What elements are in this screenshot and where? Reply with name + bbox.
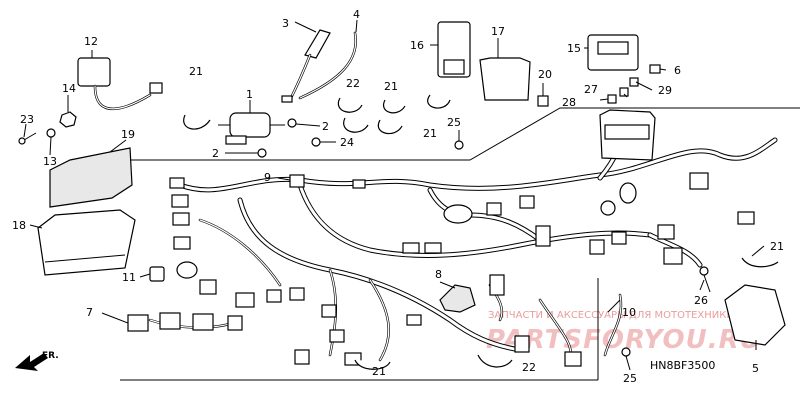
part-26-bolt xyxy=(699,266,711,293)
callout-2-upper: 2 xyxy=(322,120,329,133)
callout-20: 20 xyxy=(538,68,552,81)
callout-3: 3 xyxy=(282,17,289,30)
diagram-code: HN8BF3500 xyxy=(650,359,715,372)
callout-21-d: 21 xyxy=(770,240,784,253)
callout-14: 14 xyxy=(62,82,76,95)
callout-18: 18 xyxy=(12,219,26,232)
callout-22-a: 22 xyxy=(346,77,360,90)
part-3-plug-cap xyxy=(281,29,331,103)
callout-4: 4 xyxy=(353,8,360,21)
callout-9: 9 xyxy=(264,171,271,184)
callout-25-b: 25 xyxy=(623,372,637,385)
callout-21-c: 21 xyxy=(423,127,437,140)
part-8-unit xyxy=(439,284,476,313)
part-5-regulator xyxy=(724,284,786,346)
callout-10: 10 xyxy=(622,306,636,319)
part-1-cylinder xyxy=(218,112,285,145)
callout-5: 5 xyxy=(752,362,759,375)
part-25-bolt-bottom xyxy=(621,347,631,357)
callout-1: 1 xyxy=(246,88,253,101)
callout-15: 15 xyxy=(567,42,581,55)
front-direction-label: FR. xyxy=(42,351,59,361)
callout-8: 8 xyxy=(435,268,442,281)
part-14-nut xyxy=(59,111,77,128)
part-15-fuse-box xyxy=(587,34,639,71)
part-27-fuse xyxy=(619,87,629,97)
front-direction-arrow: FR. xyxy=(15,351,59,371)
callout-6: 6 xyxy=(674,64,681,77)
callout-22-b: 22 xyxy=(522,361,536,374)
callout-24: 24 xyxy=(340,136,354,149)
callout-2-lower: 2 xyxy=(212,147,219,160)
callouts: 1 2 2 3 4 5 6 7 8 9 10 11 12 13 14 15 16… xyxy=(12,8,784,385)
part-18-ecu xyxy=(37,209,136,276)
callout-28: 28 xyxy=(562,96,576,109)
part-6-fuse xyxy=(649,64,661,74)
part-11-connector xyxy=(149,266,165,282)
callout-21-a: 21 xyxy=(189,65,203,78)
harness-group-outline xyxy=(120,107,800,381)
callout-11: 11 xyxy=(122,271,136,284)
watermark-tagline: ЗАПЧАСТИ И АКСЕССУАРЫ ДЛЯ МОТОТЕХНИКИ xyxy=(488,310,734,321)
part-20-fuse xyxy=(537,95,549,107)
callout-21-e: 21 xyxy=(372,365,386,378)
callout-23: 23 xyxy=(20,113,34,126)
part-17-cover xyxy=(479,57,531,101)
part-4-wire xyxy=(298,31,357,100)
part-29-fuse xyxy=(629,77,639,87)
fuse-box-housing xyxy=(599,109,656,161)
part-24-bolt xyxy=(311,137,321,147)
callout-7: 7 xyxy=(86,306,93,319)
part-10-wire xyxy=(603,293,623,357)
callout-16: 16 xyxy=(410,39,424,52)
callout-21-b: 21 xyxy=(384,80,398,93)
callout-27: 27 xyxy=(584,83,598,96)
callout-29: 29 xyxy=(658,84,672,97)
callout-12: 12 xyxy=(84,35,98,48)
part-12-relay xyxy=(77,57,163,111)
part-21-bands xyxy=(183,94,779,370)
part-13-bolt xyxy=(46,128,56,138)
part-9-bracket xyxy=(289,174,305,188)
part-23-bolt xyxy=(18,132,37,145)
part-28-fuse xyxy=(607,94,617,104)
callout-19: 19 xyxy=(121,128,135,141)
callout-25-a: 25 xyxy=(447,116,461,129)
part-19-ecu-cover xyxy=(49,147,133,208)
wire-harness-7 xyxy=(127,122,778,367)
part-16-coupler xyxy=(437,21,471,78)
part-25-bolt-top xyxy=(454,140,464,150)
callout-26: 26 xyxy=(694,294,708,307)
callout-13: 13 xyxy=(43,155,57,168)
callout-17: 17 xyxy=(491,25,505,38)
leader-lines xyxy=(23,19,765,371)
